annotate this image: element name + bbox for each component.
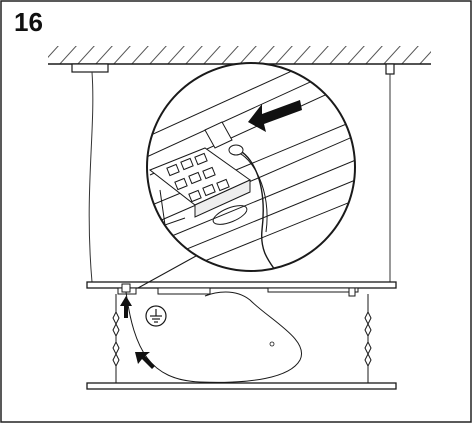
- arrow-left-icon: [248, 100, 302, 132]
- left-suspension-cable: [88, 71, 94, 283]
- step-number: 16: [14, 7, 43, 37]
- arrow-up-left-icon: [135, 352, 155, 369]
- luminaire-housing: [86, 281, 397, 297]
- detail-leader-line: [137, 255, 197, 289]
- arrow-up-icon: [120, 296, 132, 318]
- terminal-detail-magnifier: [146, 62, 356, 272]
- lower-diffuser-panel: [86, 382, 397, 390]
- cable-entry-point: [121, 283, 131, 293]
- lower-suspension-wires: [112, 294, 372, 383]
- right-ceiling-canopy: [385, 63, 395, 75]
- left-ceiling-canopy: [71, 63, 109, 73]
- power-supply-cable: [125, 291, 303, 383]
- ground-symbol-icon: [145, 305, 167, 327]
